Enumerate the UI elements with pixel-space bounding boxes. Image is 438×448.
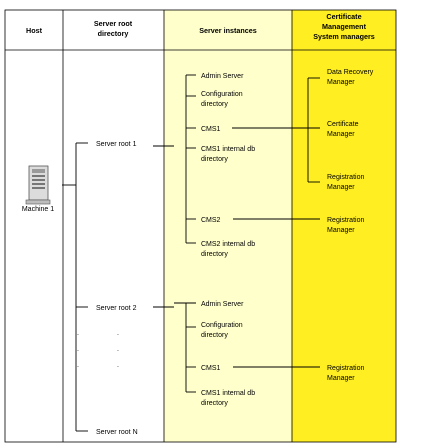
server-tower-icon: [25, 165, 51, 205]
svg-text:.: .: [77, 330, 79, 337]
connector-lines-managers: [232, 77, 320, 368]
header-host: Host: [26, 26, 43, 35]
table-grid: [4, 9, 397, 443]
host-label: Machine 1: [22, 206, 54, 213]
server-root-n: Server root N: [96, 429, 138, 436]
r2-config-dir-line1: Configuration: [201, 322, 243, 329]
header-cms-managers-line3: System managers: [313, 32, 375, 41]
r1-cms2: CMS2: [201, 217, 221, 224]
r1-cms1: CMS1: [201, 126, 221, 133]
r1-cms1-db-line2: directory: [201, 156, 228, 163]
r1-config-dir-line2: directory: [201, 101, 228, 108]
svg-text:.: .: [117, 362, 119, 369]
ellipsis-dots: . . . . . .: [77, 330, 119, 369]
r1-config-dir-line1: Configuration: [201, 91, 243, 98]
registration-manager-1-line2: Manager: [327, 184, 355, 191]
registration-manager-1-line1: Registration: [327, 174, 364, 181]
cms-managers-column-bg: [292, 10, 396, 442]
header-server-instances: Server instances: [199, 26, 257, 35]
certificate-manager-line2: Manager: [327, 131, 355, 138]
r1-cms2-db-line2: directory: [201, 251, 228, 258]
connector-lines-host: [62, 142, 88, 432]
svg-text:.: .: [117, 346, 119, 353]
data-recovery-manager-line2: Manager: [327, 79, 355, 86]
r2-cms1-db-line2: directory: [201, 400, 228, 407]
svg-text:.: .: [77, 346, 79, 353]
header-server-root-line2: directory: [98, 29, 129, 38]
r2-config-dir-line2: directory: [201, 332, 228, 339]
r2-cms1: CMS1: [201, 365, 221, 372]
r2-admin-server: Admin Server: [201, 301, 244, 308]
registration-manager-3-line1: Registration: [327, 365, 364, 372]
data-recovery-manager-line1: Data Recovery: [327, 69, 374, 76]
r2-cms1-db-line1: CMS1 internal db: [201, 390, 255, 397]
header-server-root-line1: Server root: [94, 19, 133, 28]
svg-text:.: .: [77, 362, 79, 369]
connector-lines-root1: [153, 74, 196, 244]
server-instances-column-bg: [164, 10, 292, 442]
certificate-manager-line1: Certificate: [327, 121, 359, 128]
server-root-1: Server root 1: [96, 141, 137, 148]
header-cms-managers-line1: Certificate: [326, 12, 361, 21]
r1-cms2-db-line1: CMS2 internal db: [201, 241, 255, 248]
svg-text:.: .: [117, 330, 119, 337]
registration-manager-3-line2: Manager: [327, 375, 355, 382]
registration-manager-2-line2: Manager: [327, 227, 355, 234]
r1-admin-server: Admin Server: [201, 73, 244, 80]
server-root-2: Server root 2: [96, 305, 137, 312]
registration-manager-2-line1: Registration: [327, 217, 364, 224]
r1-cms1-db-line1: CMS1 internal db: [201, 146, 255, 153]
header-cms-managers-line2: Management: [322, 22, 367, 31]
connector-lines-root2: [153, 302, 196, 393]
